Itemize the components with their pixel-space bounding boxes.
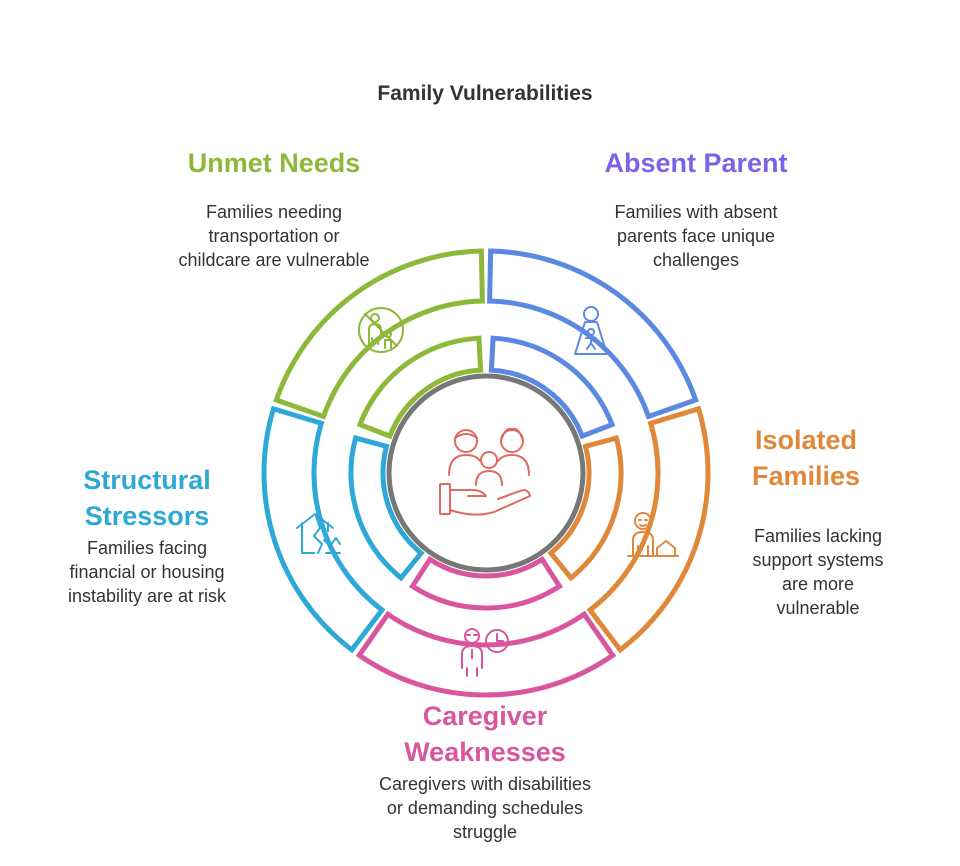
title-line: Caregiver bbox=[422, 701, 548, 731]
desc-line: Families with absent bbox=[614, 202, 778, 222]
family-in-hand-icon bbox=[439, 427, 531, 516]
desc-line: parents face unique bbox=[616, 226, 776, 246]
person-with-clock-icon bbox=[461, 628, 509, 677]
title-line: Stressors bbox=[84, 501, 210, 531]
inner-segment-structural bbox=[348, 434, 425, 582]
desc-line: Families facing bbox=[86, 538, 208, 558]
title-line: Weaknesses bbox=[404, 737, 566, 767]
desc-unmet-needs: Families needing transportation or child… bbox=[144, 200, 404, 272]
desc-line: support systems bbox=[752, 550, 884, 570]
outer-segment-unmet bbox=[273, 248, 485, 420]
inner-segments bbox=[348, 335, 624, 611]
desc-line: instability are at risk bbox=[67, 586, 227, 606]
inner-segment-caregiver bbox=[409, 555, 563, 611]
label-isolated-families: Isolated Families bbox=[706, 422, 906, 494]
outer-segment-isolated bbox=[586, 405, 711, 654]
desc-line: or demanding schedules bbox=[386, 798, 584, 818]
desc-caregiver-weaknesses: Caregivers with disabilities or demandin… bbox=[335, 772, 635, 844]
outer-segment-structural bbox=[261, 405, 386, 654]
desc-line: struggle bbox=[452, 822, 518, 842]
desc-line: Families needing bbox=[205, 202, 343, 222]
person-with-house-icon bbox=[627, 512, 679, 557]
desc-line: childcare are vulnerable bbox=[178, 250, 370, 270]
diagram-title: Family Vulnerabilities bbox=[377, 82, 593, 105]
desc-isolated-families: Families lacking support systems are mor… bbox=[718, 524, 918, 620]
child-in-frame-icon bbox=[574, 306, 608, 355]
desc-line: vulnerable bbox=[776, 598, 860, 618]
title-line: Families bbox=[751, 461, 861, 491]
label-absent-parent: Absent Parent bbox=[604, 148, 788, 178]
inner-segment-isolated bbox=[547, 434, 624, 582]
label-caregiver-weaknesses: Caregiver Weaknesses bbox=[335, 698, 635, 770]
desc-absent-parent: Families with absent parents face unique… bbox=[566, 200, 826, 272]
desc-structural-stressors: Families facing financial or housing ins… bbox=[37, 536, 257, 608]
desc-line: transportation or bbox=[208, 226, 340, 246]
label-structural-stressors: Structural Stressors bbox=[47, 462, 247, 534]
title-line: Isolated bbox=[754, 425, 858, 455]
desc-line: Families lacking bbox=[753, 526, 883, 546]
outer-segment-caregiver bbox=[355, 610, 617, 698]
no-parent-child-icon bbox=[358, 307, 404, 353]
inner-segment-unmet bbox=[356, 335, 484, 440]
label-unmet-needs: Unmet Needs bbox=[187, 148, 361, 178]
cracked-house-icon bbox=[296, 513, 341, 554]
desc-line: challenges bbox=[652, 250, 740, 270]
outer-segments bbox=[261, 248, 711, 698]
desc-line: financial or housing bbox=[69, 562, 225, 582]
desc-line: Caregivers with disabilities bbox=[378, 774, 592, 794]
desc-line: are more bbox=[781, 574, 855, 594]
inner-segment-absent bbox=[488, 335, 616, 440]
title-line: Structural bbox=[83, 465, 211, 495]
center-circle bbox=[386, 373, 586, 573]
